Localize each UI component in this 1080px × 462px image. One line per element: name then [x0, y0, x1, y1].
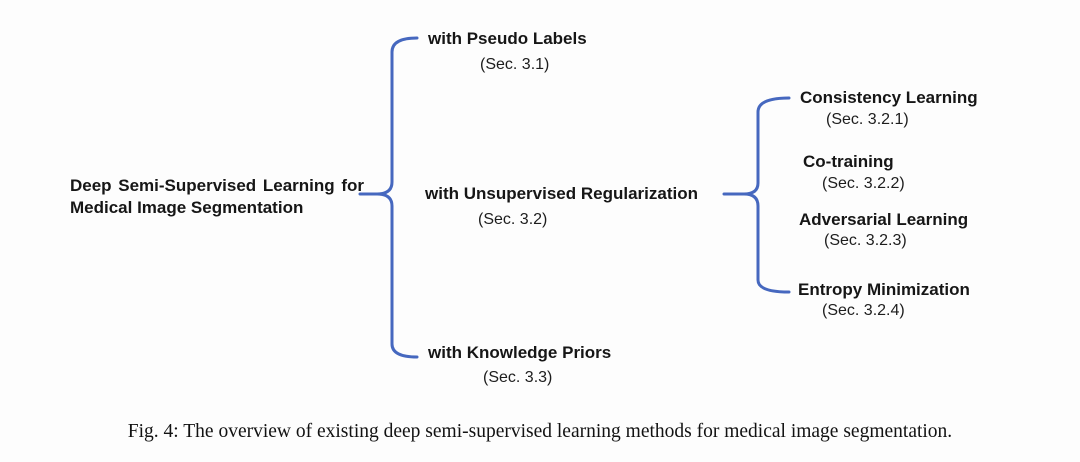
child-entropy-minimization-label: Entropy Minimization: [798, 280, 970, 299]
child-consistency-learning-label: Consistency Learning: [800, 88, 978, 107]
branch-unsupervised-regularization-label: with Unsupervised Regularization: [425, 184, 698, 203]
root-brace: [375, 36, 419, 359]
regularization-brace: [742, 96, 791, 294]
branch-knowledge-priors-label: with Knowledge Priors: [428, 343, 612, 362]
child-co-training-section: (Sec. 3.2.2): [822, 175, 905, 192]
branch-pseudo-labels-label: with Pseudo Labels: [428, 29, 587, 48]
child-entropy-minimization-section: (Sec. 3.2.4): [822, 302, 905, 319]
child-adversarial-learning-section: (Sec. 3.2.3): [824, 232, 907, 249]
branch-knowledge-priors-section: (Sec. 3.3): [483, 369, 553, 386]
branch-pseudo-labels-section: (Sec. 3.1): [480, 56, 550, 73]
figure-caption: Fig. 4: The overview of existing deep se…: [127, 421, 953, 442]
child-adversarial-learning-label: Adversarial Learning: [799, 210, 969, 229]
child-co-training-label: Co-training: [803, 152, 894, 171]
root-node-label: Deep Semi-Supervised Learning for Medica…: [70, 176, 364, 217]
child-consistency-learning-section: (Sec. 3.2.1): [826, 111, 909, 128]
branch-unsupervised-regularization-section: (Sec. 3.2): [478, 211, 548, 228]
